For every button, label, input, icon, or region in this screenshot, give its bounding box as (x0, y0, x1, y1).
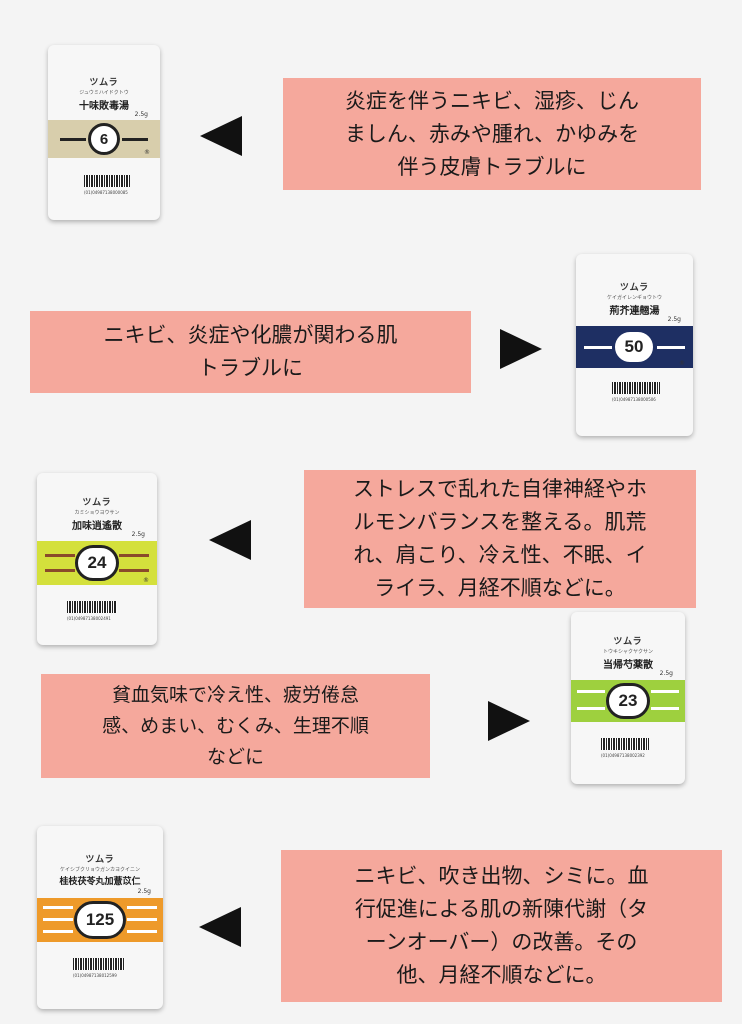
arrow-left-icon (200, 116, 242, 156)
registered-mark: ® (144, 149, 150, 156)
registered-mark: ® (679, 360, 685, 367)
packet-band-line-left (45, 554, 75, 557)
packet-band-line-right (657, 346, 685, 349)
packet-maker: ツムラ (85, 855, 115, 865)
packet-band-line-left (60, 138, 86, 141)
packet-maker: ツムラ (619, 283, 650, 293)
description-line: 他、月経不順などに。 (396, 963, 607, 987)
packet-name: 荊芥連翹湯 (609, 306, 660, 317)
packet-dose: 2.5g (131, 531, 145, 538)
packet-maker: ツムラ (89, 78, 119, 88)
description-box-125: ニキビ、吹き出物、シミに。血 行促進による肌の新陳代謝（タ ーンオーバー）の改善… (281, 850, 722, 1002)
packet-name: 当帰芍薬散 (603, 660, 653, 671)
packet-dose: 2.5g (667, 316, 681, 323)
description-box-50: ニキビ、炎症や化膿が関わる肌 トラブルに (30, 311, 471, 393)
packet-kana: ケイシブクリョウガンカヨクイニン (60, 867, 140, 873)
description-line: ーンオーバー）の改善。その (365, 930, 638, 954)
kampo-packet-6: ツムラ ジュウミハイドクトウ 十味敗毒湯 2.5g 6 ® (01)049871… (48, 45, 160, 220)
kampo-packet-125: ツムラ ケイシブクリョウガンカヨクイニン 桂枝茯苓丸加薏苡仁 2.5g 125 … (37, 826, 163, 1009)
description-line: ルモンバランスを整える。肌荒 (353, 510, 647, 534)
packet-barcode (73, 958, 125, 970)
description-line: れ、肩こり、冷え性、不眠、イ (353, 543, 647, 567)
packet-band-line-left (584, 346, 612, 349)
packet-band-line-left (43, 918, 73, 921)
description-line: 貧血気味で冷え性、疲労倦怠 (111, 683, 359, 706)
packet-band-line-right (127, 930, 157, 933)
kampo-packet-50: ツムラ ケイガイレンギョウトウ 荊芥連翹湯 2.5g 50 ® (01)0498… (576, 254, 693, 436)
arrow-right-icon (500, 329, 542, 369)
packet-name: 十味敗毒湯 (79, 101, 129, 112)
packet-barcode-number: (01)04987138002392 (601, 753, 645, 758)
packet-band-line-right (127, 918, 157, 921)
description-line: ニキビ、吹き出物、シミに。血 (354, 864, 649, 888)
description-line: 伴う皮膚トラブルに (397, 154, 587, 179)
description-line: ましん、赤みや腫れ、かゆみを (344, 121, 640, 146)
packet-barcode-number: (01)04987138000506 (612, 397, 656, 402)
packet-maker: ツムラ (613, 637, 643, 647)
packet-barcode (601, 738, 649, 750)
packet-name: 桂枝茯苓丸加薏苡仁 (59, 877, 141, 887)
packet-band-line-right (651, 690, 679, 693)
packet-barcode-number: (01)04987138000085 (84, 190, 128, 195)
packet-kana: ケイガイレンギョウトウ (607, 295, 662, 301)
packet-name: 加味逍遙散 (72, 521, 122, 532)
packet-band-line-right (127, 906, 157, 909)
packet-band-line-right (119, 554, 149, 557)
packet-dose: 2.5g (659, 670, 673, 677)
packet-barcode (67, 601, 117, 613)
packet-number-badge: 23 (606, 683, 650, 719)
packet-number-badge: 6 (88, 123, 120, 155)
packet-band-line-right (119, 569, 149, 572)
registered-mark: ® (143, 577, 149, 584)
packet-band-line-left (577, 707, 605, 710)
packet-dose: 2.5g (137, 888, 151, 895)
description-line: 行促進による肌の新陳代謝（タ (354, 897, 649, 921)
description-line: トラブルに (198, 356, 303, 380)
description-line: ライラ、月経不順などに。 (374, 576, 626, 600)
arrow-right-icon (488, 701, 530, 741)
kampo-packet-23: ツムラ トウキシャクヤクサン 当帰芍薬散 2.5g 23 (01)0498713… (571, 612, 685, 784)
packet-band-line-left (43, 930, 73, 933)
packet-barcode (84, 175, 130, 187)
packet-kana: カミショウヨウサン (74, 510, 120, 516)
arrow-left-icon (199, 907, 241, 947)
packet-barcode (612, 382, 660, 394)
packet-number-badge: 125 (74, 901, 126, 939)
packet-band-line-right (651, 707, 679, 710)
packet-band-line-right (122, 138, 148, 141)
packet-band-line-left (577, 690, 605, 693)
packet-band-line-left (45, 569, 75, 572)
packet-barcode-number: (01)04987138002491 (67, 616, 111, 621)
packet-kana: ジュウミハイドクトウ (79, 90, 129, 96)
description-line: などに (206, 745, 264, 768)
packet-band-line-left (43, 906, 73, 909)
packet-number-badge: 50 (612, 329, 656, 365)
description-line: 感、めまい、むくみ、生理不順 (102, 714, 369, 737)
packet-maker: ツムラ (82, 498, 112, 508)
packet-number-badge: 24 (75, 545, 119, 581)
description-box-23: 貧血気味で冷え性、疲労倦怠 感、めまい、むくみ、生理不順 などに (41, 674, 430, 778)
packet-kana: トウキシャクヤクサン (602, 649, 653, 655)
packet-dose: 2.5g (134, 111, 148, 118)
description-line: ニキビ、炎症や化膿が関わる肌 (103, 323, 398, 347)
description-box-6: 炎症を伴うニキビ、湿疹、じん ましん、赤みや腫れ、かゆみを 伴う皮膚トラブルに (283, 78, 701, 190)
kampo-packet-24: ツムラ カミショウヨウサン 加味逍遙散 2.5g 24 ® (01)049871… (37, 473, 157, 645)
description-line: 炎症を伴うニキビ、湿疹、じん (345, 88, 639, 113)
packet-barcode-number: (01)04987138012599 (73, 973, 117, 978)
arrow-left-icon (209, 520, 251, 560)
description-box-24: ストレスで乱れた自律神経やホ ルモンバランスを整える。肌荒 れ、肩こり、冷え性、… (304, 470, 696, 608)
description-line: ストレスで乱れた自律神経やホ (353, 477, 647, 501)
